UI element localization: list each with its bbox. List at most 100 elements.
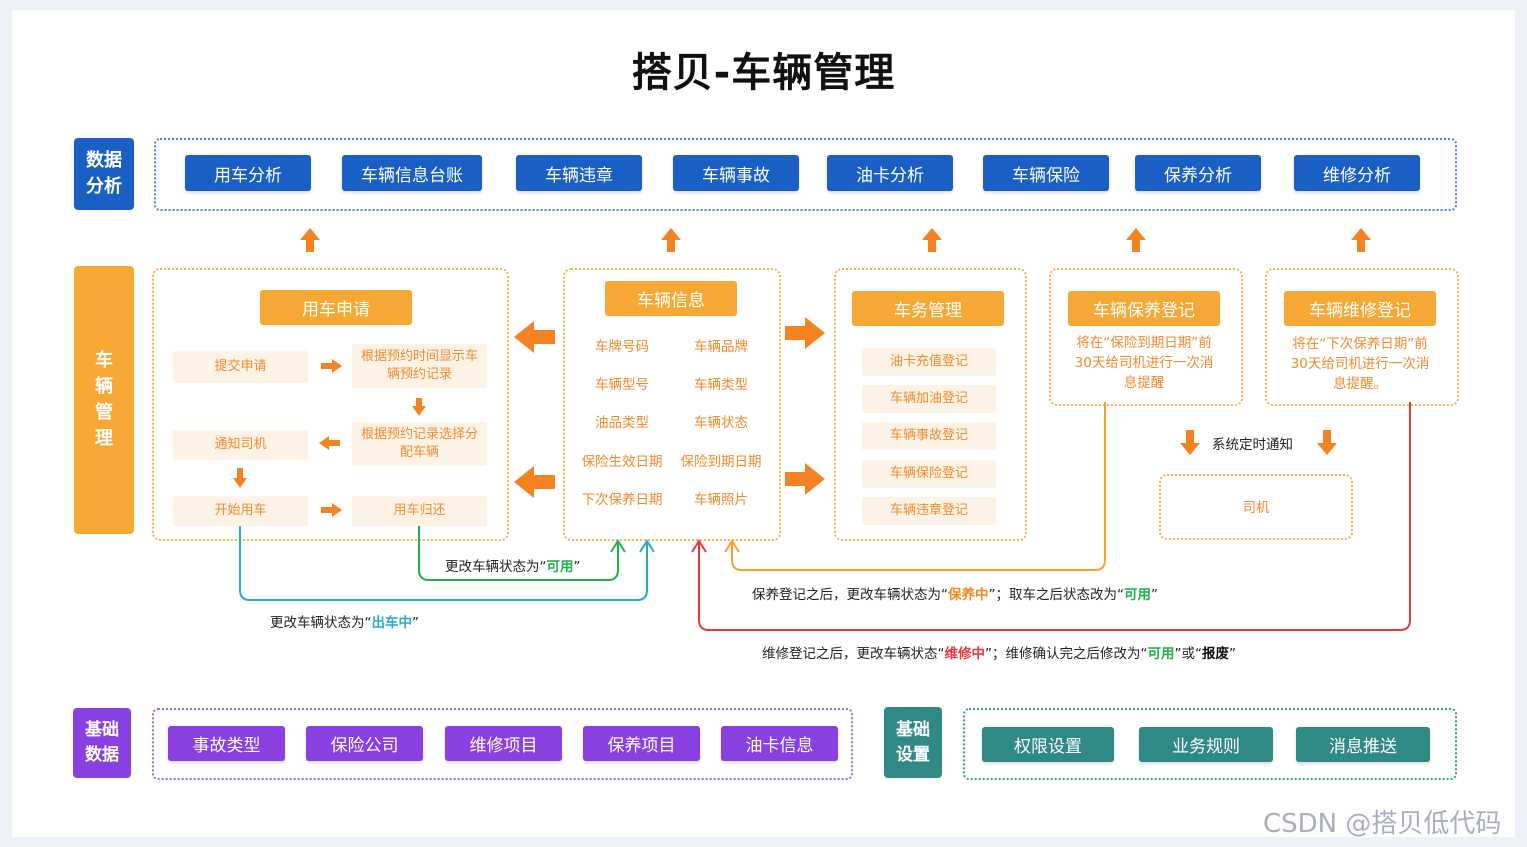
arrow-right-icon-2 — [785, 463, 825, 495]
canvas — [12, 10, 1515, 837]
business-rules-button[interactable]: 业务规则 — [1139, 727, 1273, 762]
accident-registration-item: 车辆事故登记 — [862, 422, 996, 450]
maintenance-item-button[interactable]: 保养项目 — [583, 726, 700, 761]
note-repair-value-2: 可用 — [1147, 646, 1175, 662]
insurance-end-date-field: 保险到期日期 — [680, 454, 762, 470]
arrow-up-icon-4 — [1126, 228, 1146, 252]
insurance-registration-item: 车辆保险登记 — [862, 460, 996, 488]
vehicle-insurance-button[interactable]: 车辆保险 — [983, 155, 1109, 191]
return-vehicle-step: 用车归还 — [352, 496, 487, 526]
note-maintenance-a: 保养登记之后，更改车辆状态为“ — [752, 587, 948, 603]
insurance-company-button[interactable]: 保险公司 — [306, 726, 423, 761]
vehicle-management-char-3: 管 — [95, 402, 113, 423]
note-repair-a: 维修登记之后，更改车辆状态“ — [762, 646, 945, 662]
repair-reminder-text: 将在“下次保养日期”前30天给司机进行一次消息提醒。 — [1290, 336, 1430, 392]
data-analysis-label-line1: 数据 — [86, 150, 122, 171]
arrow-right-icon-1 — [785, 317, 825, 349]
note-available-value: 可用 — [546, 559, 574, 575]
base-data-label: 基础数据 — [73, 708, 131, 778]
note-maintenance-value-2: 可用 — [1124, 587, 1151, 603]
note-out: 更改车辆状态为“出车中” — [270, 611, 419, 631]
fuel-card-analysis-button[interactable]: 油卡分析 — [827, 155, 953, 191]
note-maintenance-c: ” — [1151, 587, 1158, 603]
vehicle-ledger-button[interactable]: 车辆信息台账 — [342, 155, 482, 191]
driver-box — [1159, 474, 1353, 540]
data-analysis-label-line2: 分析 — [86, 176, 122, 197]
vehicle-info-box — [563, 268, 781, 541]
repair-registration-header: 车辆维修登记 — [1284, 291, 1436, 326]
arrow-up-icon-5 — [1351, 228, 1371, 252]
note-repair-c: ”或“ — [1174, 646, 1203, 662]
maintenance-reminder-text: 将在“保险到期日期”前30天给司机进行一次消息提醒 — [1074, 335, 1214, 391]
insurance-start-date-field: 保险生效日期 — [581, 454, 663, 470]
arrow-up-icon-3 — [922, 228, 942, 252]
vehicle-info-header: 车辆信息 — [605, 281, 737, 316]
connector-out-cyan — [239, 526, 655, 601]
note-repair: 维修登记之后，更改车辆状态“维修中”；维修确认完之后修改为“可用”或“报废” — [762, 642, 1236, 662]
vehicle-model-field: 车辆型号 — [595, 377, 649, 393]
vehicle-photo-field: 车辆照片 — [694, 492, 748, 508]
note-maintenance-b: ”；取车之后状态改为“ — [988, 587, 1125, 603]
arrow-up-icon-1 — [300, 228, 320, 252]
repair-item-button[interactable]: 维修项目 — [445, 726, 562, 761]
data-analysis-label: 数据分析 — [74, 138, 134, 210]
base-data-label-line2: 数据 — [85, 745, 119, 765]
accident-type-button[interactable]: 事故类型 — [168, 726, 285, 761]
assign-vehicle-step: 根据预约记录选择分配车辆 — [352, 422, 487, 466]
usage-application-box — [152, 268, 509, 541]
maintenance-registration-header: 车辆保养登记 — [1068, 291, 1220, 326]
arrow-right-small-icon-1 — [321, 359, 342, 373]
arrow-right-small-icon-2 — [321, 503, 342, 517]
repair-registration-box — [1265, 268, 1459, 406]
repair-analysis-button[interactable]: 维修分析 — [1294, 155, 1420, 191]
base-data-container — [152, 708, 853, 780]
next-maintenance-date-field: 下次保养日期 — [581, 492, 663, 508]
plate-number-field: 车牌号码 — [595, 339, 649, 355]
note-available-suffix: ” — [573, 559, 581, 575]
message-push-button[interactable]: 消息推送 — [1296, 727, 1430, 762]
vehicle-affairs-box — [834, 268, 1027, 541]
arrow-down-small-icon-2 — [233, 468, 247, 488]
watermark: CSDN @搭贝低代码 — [1263, 809, 1502, 839]
note-maintenance: 保养登记之后，更改车辆状态为“保养中”；取车之后状态改为“可用” — [752, 583, 1158, 603]
system-timer-notice: 系统定时通知 — [1212, 437, 1293, 453]
note-repair-value-3: 报废 — [1202, 646, 1229, 662]
vehicle-accident-button[interactable]: 车辆事故 — [673, 155, 799, 191]
base-settings-label-line2: 设置 — [896, 744, 930, 765]
note-out-prefix: 更改车辆状态为“ — [270, 615, 372, 631]
note-repair-d: ” — [1229, 646, 1236, 662]
usage-analysis-button[interactable]: 用车分析 — [185, 155, 311, 191]
violation-registration-item: 车辆违章登记 — [862, 497, 996, 525]
note-maintenance-value-1: 保养中 — [948, 587, 989, 603]
permission-settings-button[interactable]: 权限设置 — [982, 727, 1114, 762]
notify-driver-step: 通知司机 — [173, 430, 308, 460]
base-data-label-line1: 基础 — [85, 720, 119, 740]
arrow-left-icon-1 — [514, 321, 555, 353]
vehicle-management-label: 车 辆 管 理 — [74, 266, 134, 534]
connector-available-green — [418, 526, 626, 581]
driver-label: 司机 — [1242, 500, 1270, 516]
arrow-down-icon-2 — [1317, 430, 1337, 455]
fuel-card-info-button[interactable]: 油卡信息 — [721, 726, 838, 761]
start-usage-step: 开始用车 — [173, 496, 308, 526]
note-repair-b: ”；维修确认完之后修改为“ — [985, 646, 1148, 662]
submit-application-step: 提交申请 — [173, 351, 308, 383]
note-out-suffix: ” — [412, 615, 419, 631]
vehicle-management-char-4: 理 — [95, 428, 113, 449]
arrow-left-small-icon-1 — [319, 436, 340, 450]
arrow-down-small-icon-1 — [412, 398, 426, 416]
vehicle-management-char-2: 辆 — [95, 376, 113, 397]
show-reservation-records-step: 根据预约时间显示车辆预约记录 — [352, 344, 487, 388]
arrow-up-icon-2 — [661, 228, 681, 252]
data-analysis-container — [154, 138, 1457, 211]
arrow-down-icon-1 — [1180, 430, 1200, 455]
fuel-card-recharge-item: 油卡充值登记 — [862, 348, 996, 376]
maintenance-analysis-button[interactable]: 保养分析 — [1135, 155, 1261, 191]
vehicle-affairs-header: 车务管理 — [852, 291, 1004, 326]
note-available-prefix: 更改车辆状态为“ — [445, 559, 547, 575]
note-out-value: 出车中 — [371, 615, 413, 631]
usage-application-header: 用车申请 — [260, 290, 412, 325]
base-settings-label-line1: 基础 — [896, 719, 930, 740]
vehicle-violation-button[interactable]: 车辆违章 — [516, 155, 642, 191]
